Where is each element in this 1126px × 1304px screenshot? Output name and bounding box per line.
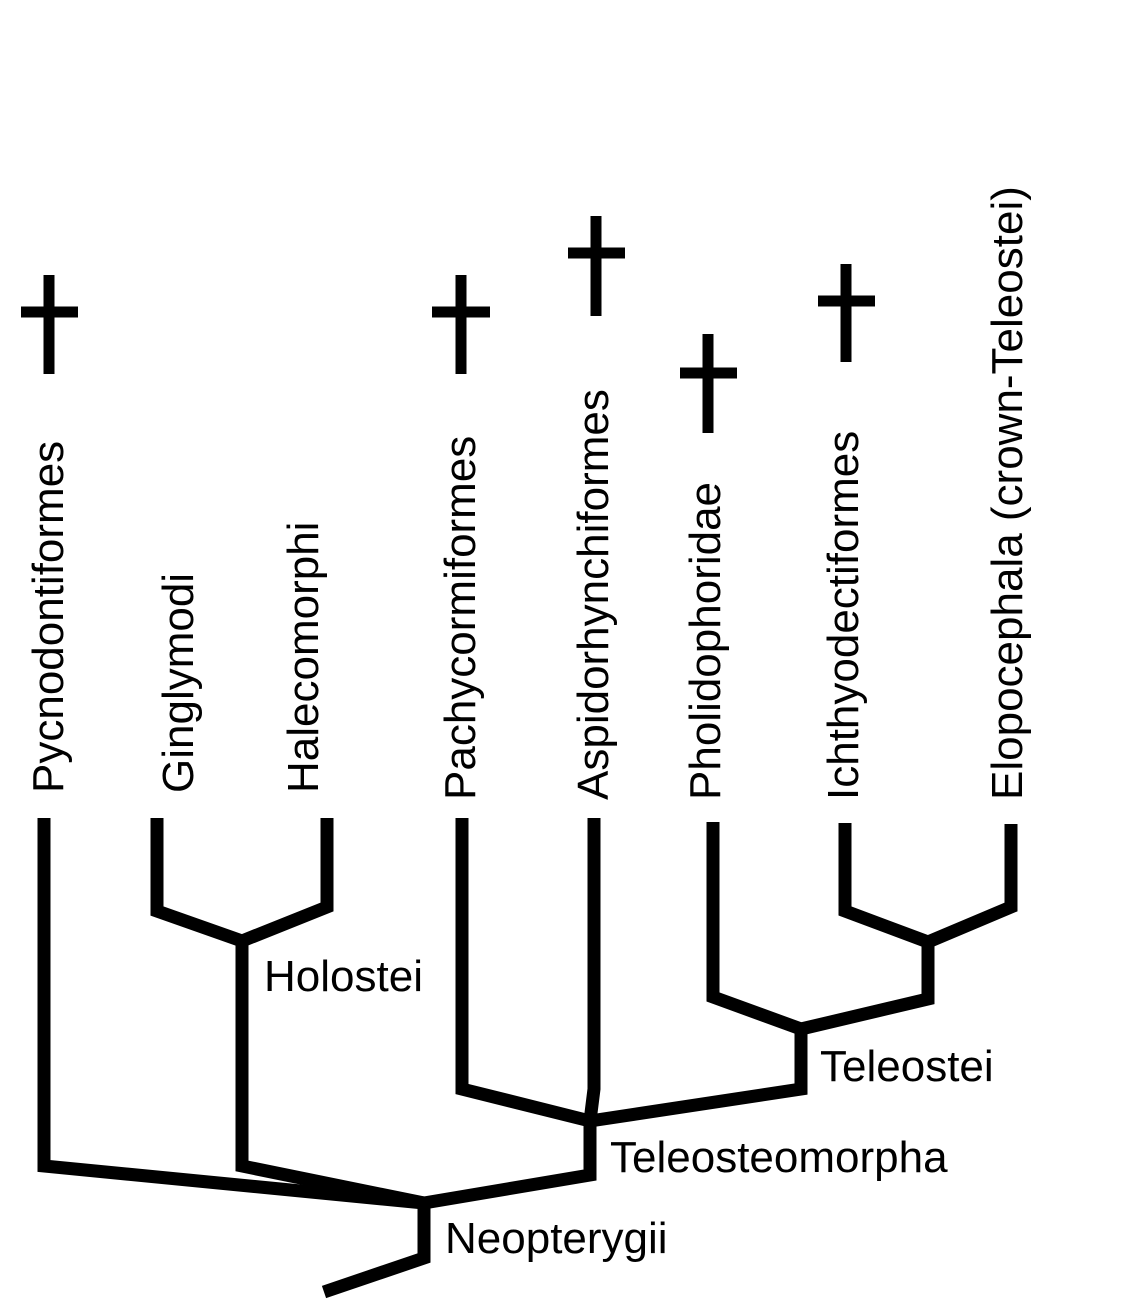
branch-crown-stem (799, 942, 935, 1036)
taxon-label-ichthyodectiformes: Ichthyodectiformes (819, 431, 868, 800)
taxon-label-pachycormiformes: Pachycormiformes (436, 436, 485, 800)
taxon-labels: Pycnodontiformes Ginglymodi Halecomorphi… (24, 186, 1032, 800)
dagger-icon (680, 334, 737, 433)
dagger-icon (21, 275, 78, 374)
clade-label-neopterygii: Neopterygii (445, 1214, 668, 1263)
branch-root (321, 1203, 431, 1299)
branch-pachycormiformes (455, 818, 592, 1128)
branch-ichthyodectiformes (838, 823, 931, 949)
taxon-label-aspidorhynchiformes: Aspidorhynchiformes (569, 389, 618, 800)
clade-label-teleosteomorpha: Teleosteomorpha (610, 1133, 948, 1182)
taxon-label-ginglymodi: Ginglymodi (154, 573, 203, 793)
branch-ginglymodi (150, 818, 245, 948)
branch-halecomorphi (239, 818, 334, 948)
clade-label-teleostei: Teleostei (820, 1042, 994, 1091)
taxon-label-elopocephala: Elopocephala (crown-Teleostei) (983, 186, 1032, 800)
clade-labels: Holostei Teleostei Teleosteomorpha Neopt… (264, 952, 994, 1263)
taxon-label-pholidophoridae: Pholidophoridae (681, 482, 730, 800)
branch-teleosteomorpha-stem (422, 1121, 597, 1210)
branch-aspidorhynchiformes (583, 818, 601, 1122)
branch-holostei-stem (235, 941, 426, 1210)
tree-branches (37, 818, 1018, 1299)
taxon-label-halecomorphi: Halecomorphi (279, 522, 328, 793)
extinct-markers (21, 216, 875, 433)
branch-pycnodontiformes (37, 818, 425, 1210)
dagger-icon (568, 216, 625, 316)
branch-pholidophoridae (706, 822, 804, 1036)
dagger-icon (818, 264, 875, 362)
branch-teleostei-stem (589, 1029, 808, 1128)
clade-label-holostei: Holostei (264, 952, 423, 1001)
taxon-label-pycnodontiformes: Pycnodontiformes (24, 441, 73, 793)
branch-elopocephala (925, 824, 1018, 948)
dagger-icon (432, 275, 490, 374)
